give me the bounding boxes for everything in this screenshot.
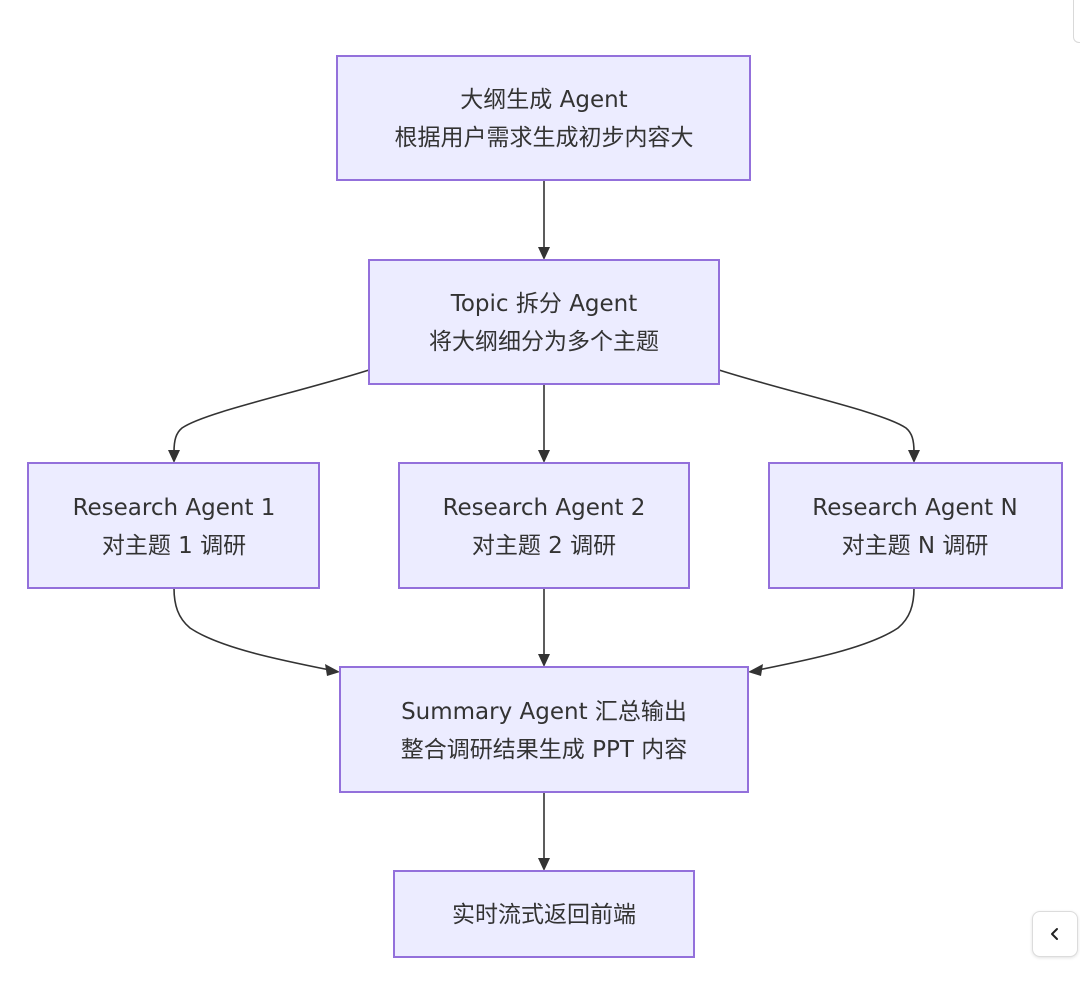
node-description: 将大纲细分为多个主题 — [429, 329, 659, 355]
node-title: 实时流式返回前端 — [452, 902, 636, 928]
node-research-agent-2[interactable]: Research Agent 2 对主题 2 调研 — [398, 462, 690, 589]
node-title: Summary Agent 汇总输出 — [401, 699, 687, 725]
arrowhead-research1-to-summary — [325, 664, 340, 676]
node-description: 整合调研结果生成 PPT 内容 — [401, 737, 687, 763]
node-stream-output[interactable]: 实时流式返回前端 — [393, 870, 695, 958]
node-description: 对主题 2 调研 — [472, 533, 616, 559]
node-box — [398, 462, 690, 589]
edges — [168, 180, 920, 871]
node-topic-agent[interactable]: Topic 拆分 Agent 将大纲细分为多个主题 — [368, 259, 720, 385]
arrowhead-topic-to-research1 — [168, 450, 180, 463]
node-outline-agent[interactable]: 大纲生成 Agent 根据用户需求生成初步内容大 — [336, 55, 751, 181]
edge-topic-to-researchN — [718, 369, 915, 453]
node-title: Research Agent N — [812, 495, 1017, 521]
node-box — [368, 259, 720, 385]
node-summary-agent[interactable]: Summary Agent 汇总输出 整合调研结果生成 PPT 内容 — [339, 666, 749, 793]
arrowhead-summary-to-stream — [538, 858, 550, 871]
arrowhead-topic-to-researchN — [908, 450, 920, 463]
node-description: 根据用户需求生成初步内容大 — [395, 125, 694, 151]
node-box — [768, 462, 1063, 589]
arrowhead-research2-to-summary — [538, 654, 550, 667]
node-box — [339, 666, 749, 793]
edge-researchN-to-summary — [757, 587, 915, 671]
node-title: Research Agent 2 — [443, 495, 646, 521]
node-research-agent-1[interactable]: Research Agent 1 对主题 1 调研 — [27, 462, 320, 589]
node-title: Research Agent 1 — [73, 495, 276, 521]
node-box — [393, 870, 695, 958]
node-title: Topic 拆分 Agent — [450, 291, 638, 317]
arrowhead-outline-to-topic — [538, 247, 550, 260]
node-description: 对主题 N 调研 — [842, 533, 989, 559]
node-title: 大纲生成 Agent — [460, 87, 627, 113]
node-research-agent-n[interactable]: Research Agent N 对主题 N 调研 — [768, 462, 1063, 589]
edge-research1-to-summary — [173, 587, 331, 671]
node-box — [336, 55, 751, 181]
edge-topic-to-research1 — [173, 369, 370, 453]
top-right-panel-edge — [1073, 0, 1080, 43]
node-box — [27, 462, 320, 589]
arrowhead-researchN-to-summary — [748, 664, 763, 676]
node-description: 对主题 1 调研 — [102, 533, 246, 559]
arrowhead-topic-to-research2 — [538, 450, 550, 463]
collapse-panel-button[interactable] — [1032, 911, 1078, 957]
chevron-left-icon — [1051, 928, 1058, 940]
